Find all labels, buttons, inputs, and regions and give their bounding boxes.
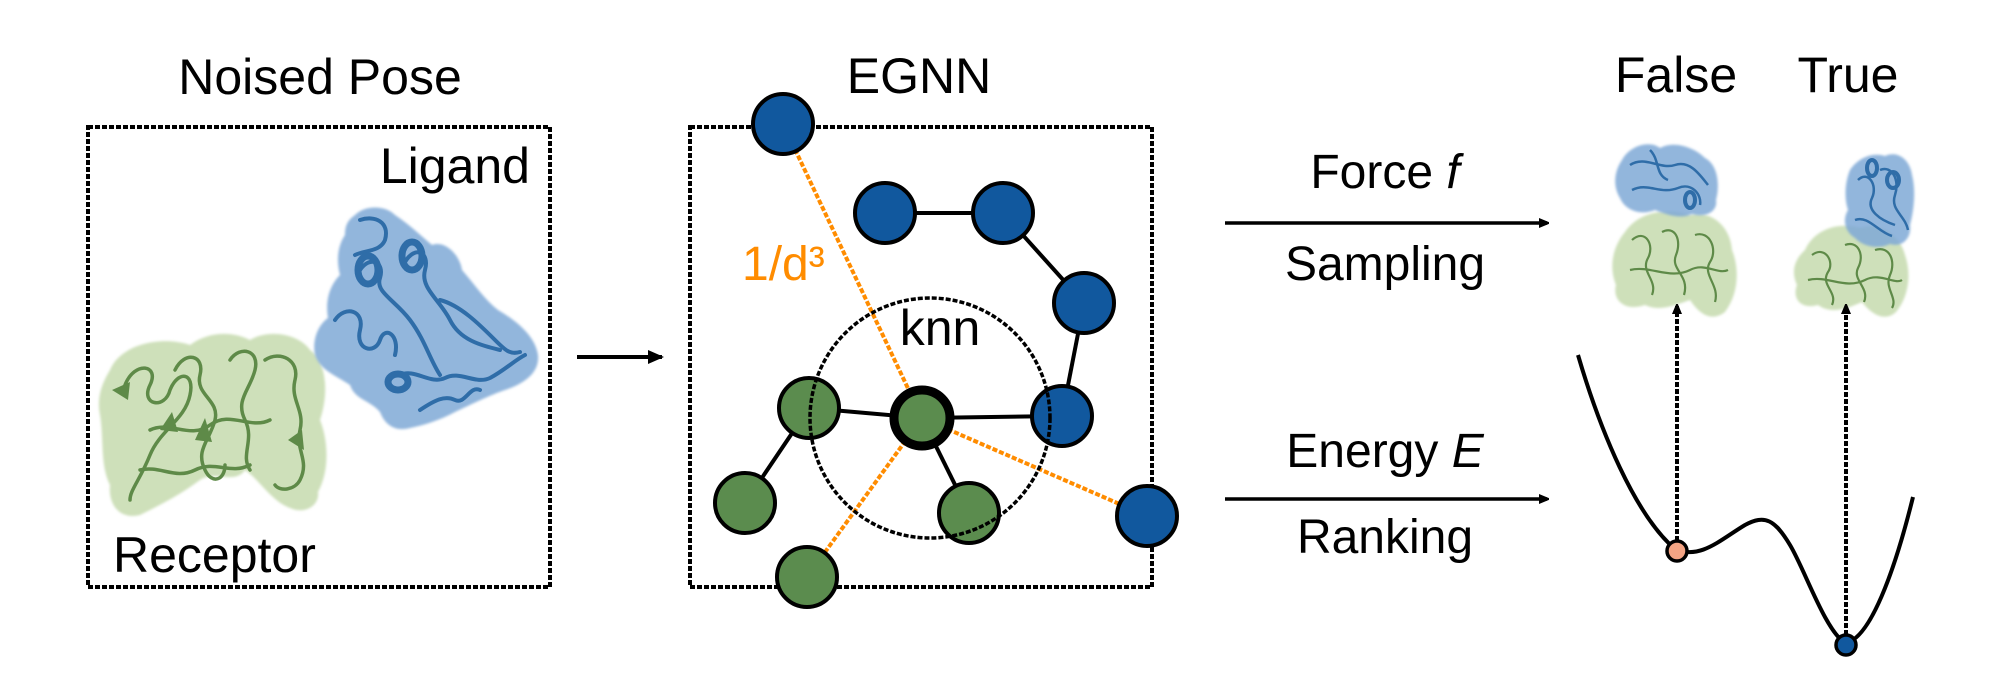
receptor-node [713,471,777,535]
ranking-label: Ranking [1297,511,1473,564]
receptor-node [775,545,839,609]
graph-nodes [713,92,1179,609]
ligand-node [1030,384,1094,448]
ligand-label: Ligand [380,138,530,194]
energy-label: Energy E [1286,425,1484,478]
outputs-panel: Force f Sampling Energy E Ranking False … [1225,47,1915,657]
sampling-label: Sampling [1285,238,1485,291]
energy-landscape [1576,306,1915,657]
egnn-box [688,125,1154,589]
false-pose-complex-icon [1612,144,1737,317]
force-label: Force f [1310,146,1464,199]
true-pose-minimum-marker [1834,633,1858,657]
long-range-edge [805,416,924,579]
receptor-node [937,481,1001,545]
true-pose-label: True [1798,47,1899,103]
noised-pose-panel: Noised Pose Ligand Receptor [86,49,552,589]
receptor-label: Receptor [113,527,316,583]
egnn-title: EGNN [847,48,991,104]
true-pose-complex-icon [1793,154,1915,317]
ligand-node [1115,484,1179,548]
noised-pose-box [86,125,552,589]
ligand-node [751,92,815,156]
ligand-node [1052,271,1116,335]
ligand-node [971,181,1035,245]
force-symbol: f [1446,146,1464,199]
egnn-panel: EGNN 1/d³ knn [688,48,1179,609]
ligand-protein-icon [314,207,539,430]
false-pose-minimum-marker [1665,539,1689,563]
energy-curve [1576,354,1915,646]
knn-label: knn [900,300,981,356]
false-pose-label: False [1615,47,1737,103]
ligand-node [853,181,917,245]
receptor-protein-icon [98,333,327,516]
long-range-edge [921,416,1148,518]
noised-pose-title: Noised Pose [178,49,462,105]
long-range-edge [781,123,924,419]
focus-receptor-node [889,385,955,451]
knn-neighborhood-circle [808,296,1052,540]
inverse-cube-distance-label: 1/d³ [742,238,825,291]
energy-symbol: E [1452,425,1485,478]
